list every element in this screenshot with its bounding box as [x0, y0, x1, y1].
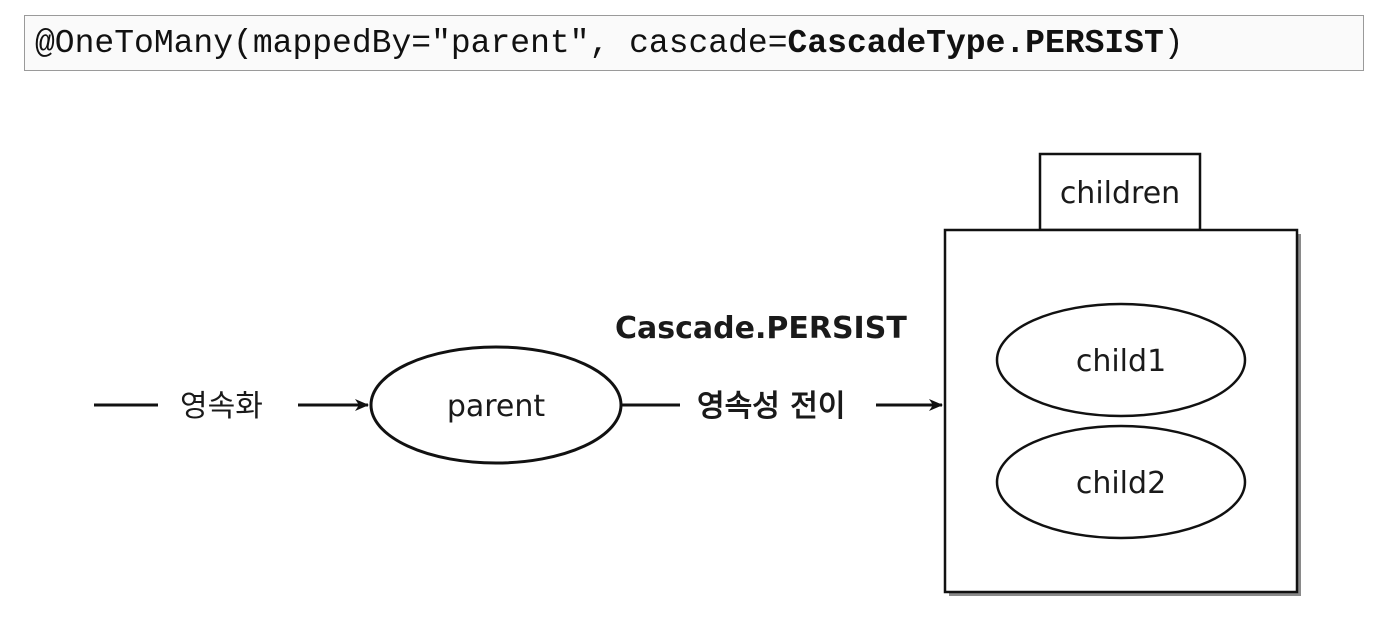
child2-node [995, 424, 1247, 540]
cascade-persist-label: Cascade.PERSIST [615, 311, 907, 346]
child2-label: child2 [1076, 466, 1166, 501]
code-prefix: @OneToMany(mappedBy="parent", cascade= [35, 24, 788, 62]
code-cascade-type: CascadeType.PERSIST [787, 24, 1164, 62]
children-label: children [1060, 176, 1180, 211]
parent-label: parent [447, 389, 546, 424]
child1-node [995, 302, 1247, 418]
persist-label: 영속화 [180, 389, 263, 424]
code-annotation-box: @OneToMany(mappedBy="parent", cascade=Ca… [24, 15, 1364, 71]
child1-label: child1 [1076, 344, 1166, 379]
parent-node [369, 345, 623, 465]
transfer-label: 영속성 전이 [697, 389, 845, 424]
code-suffix: ) [1163, 24, 1184, 62]
